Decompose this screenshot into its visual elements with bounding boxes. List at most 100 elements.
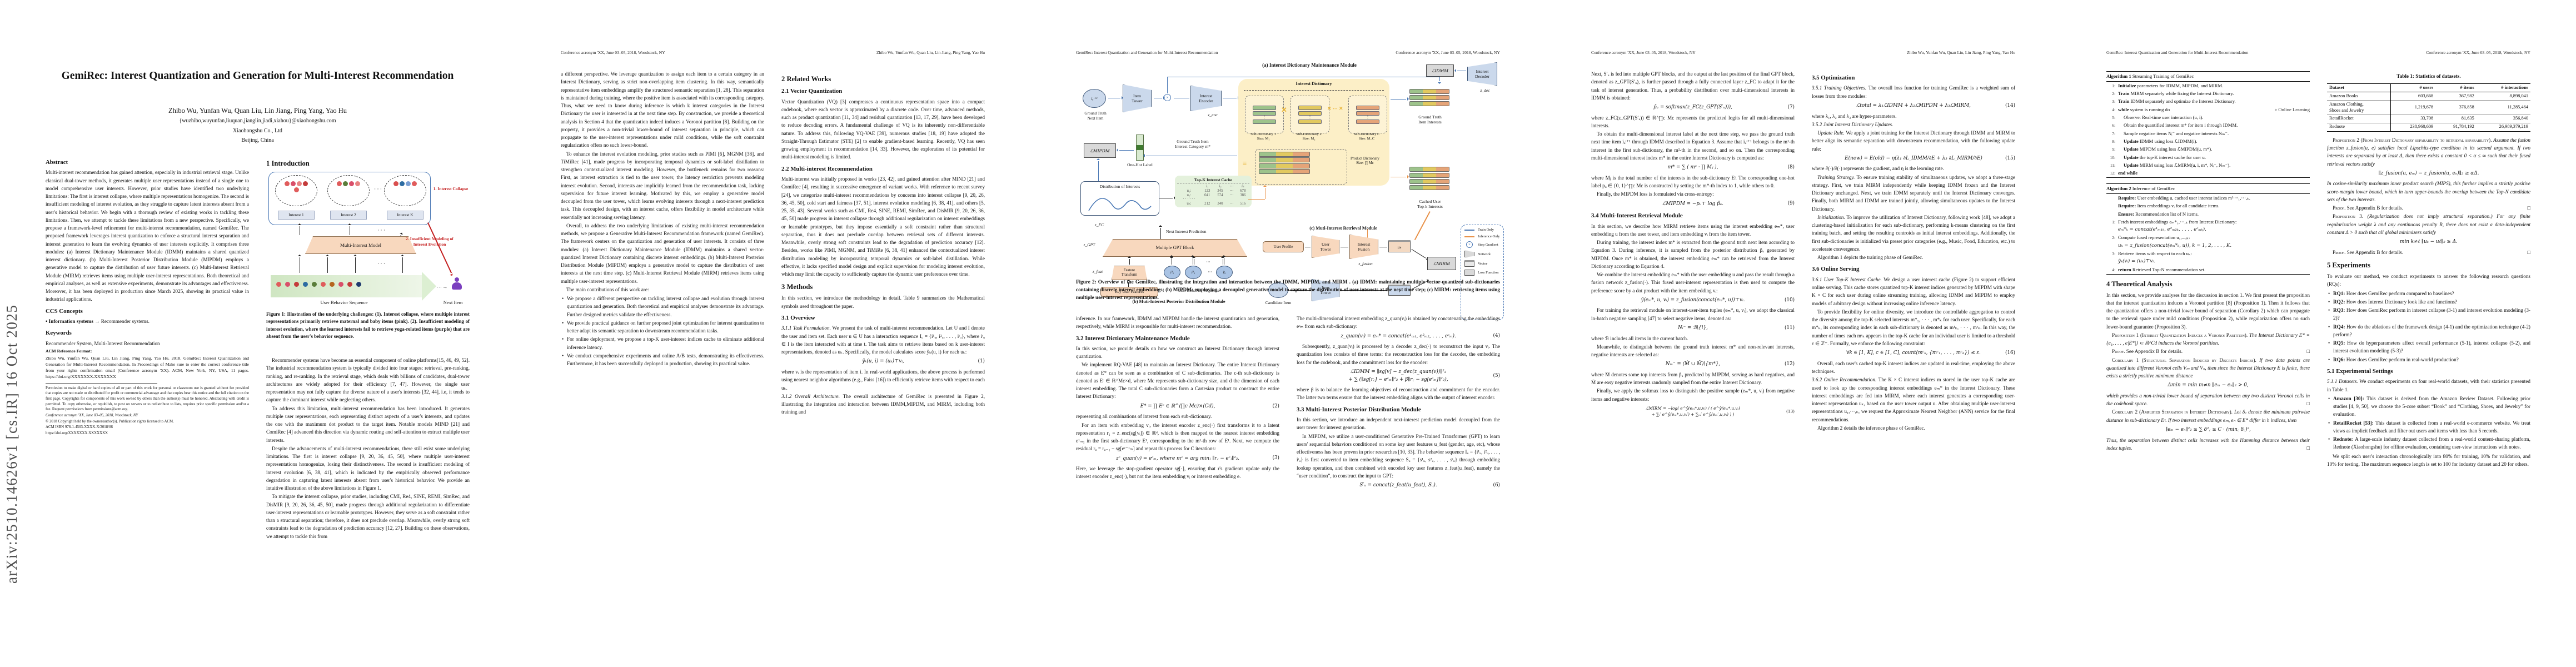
paragraph-text: To provide flexibility for online divers… xyxy=(1812,308,2015,346)
item-text: How does GemiRec perform compared to bas… xyxy=(2346,290,2454,296)
qed-mark: □ xyxy=(2306,349,2310,355)
bullet-marker: • xyxy=(2328,356,2330,362)
paragraph-text: a different perspective. We leverage qua… xyxy=(561,71,764,148)
ground-truth-category-label: Ground Truth Item Interest Category m* xyxy=(1174,139,1211,150)
item-lead: RQ1: xyxy=(2333,290,2346,296)
paragraph: Overall, to address the two underlying l… xyxy=(561,222,764,285)
line-text: Compute fused representation u₁,...,ₖ: xyxy=(2118,234,2310,241)
candidate-item-label: Candidate Item xyxy=(1265,300,1292,305)
algorithm-line: Require: Item embeddings vᵢ for all cand… xyxy=(2106,202,2310,210)
codebook-bar xyxy=(1253,105,1276,110)
ground-truth-item-node: iᵤᵗ⁺¹ xyxy=(1083,89,1106,108)
product-dictionary-label: Product Dictionary Size: ∏ Mc xyxy=(1351,157,1379,166)
equation-number: (10) xyxy=(1784,297,1795,303)
equation-line: p̂ᵤ = softmax(z_FC(z_GPT(S′ᵤ))), xyxy=(1653,104,1732,110)
item-icon xyxy=(294,282,299,287)
bullet-marker: • xyxy=(2328,340,2330,346)
cache-title: Top-K Interest Cache xyxy=(1177,177,1249,183)
paragraph-text: To evaluate our method, we conduct exper… xyxy=(2327,273,2530,287)
embedding-segment xyxy=(1293,152,1309,156)
paragraph-text: During training, the interest index m* i… xyxy=(1591,240,1795,269)
bullet-marker: • xyxy=(562,352,564,359)
interest-fusion-node: Interest Fusion xyxy=(1349,235,1378,259)
line-comment: ▹ Online Learning xyxy=(2274,106,2310,112)
paragraph: To mitigate the interest collapse, prior… xyxy=(266,492,470,540)
equation-lines: Nₘ⁻ = (Ṁ ∪ M̄)\{m*}, xyxy=(1591,361,1795,369)
next-item-caption: Next Item xyxy=(443,300,463,306)
embedding-segment xyxy=(1276,152,1293,156)
paragraph-text: In MIPDM, we utilize a user-conditioned … xyxy=(1297,433,1500,479)
line-number: 6: xyxy=(2112,123,2115,128)
item-tower-node: Item Tower xyxy=(1123,84,1152,112)
equation: min k≠ℓ ∥uₖ − uℓ∥₂ ≥ Δ. xyxy=(2327,238,2530,246)
equation: E* = ∏ Eᶜ ∈ ℝ^(∏c Mc)×(Cd),(2) xyxy=(1076,403,1279,411)
table-cell: 238,960,609 xyxy=(2390,122,2436,132)
cache-cell: 574 xyxy=(1217,193,1223,197)
paragraph: Subsequently, z_quan(vᵢ) is processed by… xyxy=(1297,342,1500,366)
algorithm-line: 2:Train MIRM separately while fixing the… xyxy=(2106,90,2310,98)
equation: Nₘ⁻ = (Ṁ ∪ M̄)\{m*},(12) xyxy=(1591,361,1795,369)
item-icon xyxy=(291,181,296,187)
equation-line: ∀k ∈ [1, K], c ∈ [1, C], count(mᶜₖ, {mᶜ₁… xyxy=(1846,350,1981,356)
paragraph: Overall, each user's cached top-K intere… xyxy=(1812,360,2015,376)
interest-k-label: Interest K xyxy=(387,211,423,220)
page-1: arXiv:2510.14626v1 [cs.IR] 16 Oct 2025 G… xyxy=(0,0,515,667)
equation-line: ℒMIPDM = −pᵤ⊤ log p̂ᵤ. xyxy=(1662,201,1723,207)
qed-mark: □ xyxy=(2527,205,2530,211)
embedding-segment xyxy=(1423,96,1436,99)
paragraph-text: Conference acronym 'XX, June 03–05, 2018… xyxy=(46,413,138,417)
page-3: GemiRec: Interest Quantization and Gener… xyxy=(1030,0,1546,667)
paragraph-text: The overall architecture of GemiRec is p… xyxy=(781,393,985,415)
cache-cell: uₙ: xyxy=(1187,202,1192,206)
running-header-right: Zhibo Wu, Yunfan Wu, Quan Liu, Lin Jiang… xyxy=(1907,50,2015,55)
equation-number: (13) xyxy=(1786,409,1795,414)
keyword: Update xyxy=(2124,138,2140,144)
table-cell: 1,219,678 xyxy=(2390,100,2436,115)
user-profile-node: User Profile xyxy=(1263,241,1304,252)
cache-cell: u₁: xyxy=(1187,188,1192,193)
table-cell: Amazon Clothing, Shoes and Jewelry xyxy=(2327,100,2391,115)
line-number: 12: xyxy=(2110,171,2115,176)
embedding-segment xyxy=(1410,102,1423,106)
paragraph: During training, the interest index m* i… xyxy=(1591,238,1795,270)
equation-number: (15) xyxy=(2005,155,2015,161)
bullet-list: • RQ1: How does GemiRec perform compared … xyxy=(2327,290,2530,364)
paragraph-text: © 2018 Copyright held by the owner/autho… xyxy=(46,419,174,424)
equation-line: E* = ∏ Eᶜ ∈ ℝ^(∏c Mc)×(Cd), xyxy=(1140,403,1215,409)
ground-truth-label: Ground Truth Next Item xyxy=(1084,111,1107,121)
interest-collapse-annotation: 1. Interest Collapse xyxy=(433,186,469,192)
algorithm-line: 2:Compute fused representation u₁,...,ₖ: xyxy=(2106,234,2310,242)
ellipsis: ⋮ xyxy=(1366,115,1369,119)
list-item: •RetailRocket [53]: This dataset is coll… xyxy=(2327,419,2530,435)
interest-embedding-bar xyxy=(1409,89,1449,94)
paragraph: ACM ISBN 978-1-4503-XXXX-X/2018/06 xyxy=(46,425,249,430)
paragraph-text: In this section, we describe how MIRM re… xyxy=(1591,223,1795,237)
item-text: We provide practical guidance on further… xyxy=(567,320,764,334)
embedding-segment xyxy=(1259,152,1276,156)
author-emails[interactable]: {wuzhibo,wuyunfan,liuquan,jianglin,jiadi… xyxy=(179,118,336,124)
codebook-bar xyxy=(1298,105,1322,110)
paragraph-lead: Update Rule. xyxy=(1817,130,1846,136)
list-item: •We propose a different perspective on t… xyxy=(561,295,764,318)
cache-cell: 678 xyxy=(1240,188,1246,193)
line-number: 9: xyxy=(2112,147,2115,152)
paragraph-text: Multi-interest was initially proposed in… xyxy=(781,176,985,277)
doi-link[interactable]: https://doi.org/XXXXXXX.XXXXXXX xyxy=(46,431,249,436)
item-icon xyxy=(406,181,411,187)
algorithm-line: uₖ = z_fusion(concat(eₘ*ₖ, u)), k = 1, 2… xyxy=(2106,242,2310,250)
algorithm-title: Algorithm 2 Inference of GemiRec xyxy=(2106,184,2310,195)
list-item: •RQ2: How does Interest Dictionary look … xyxy=(2327,298,2530,306)
section-heading: 5 Experiments xyxy=(2327,261,2371,270)
paragraph-text: where λ₁, λ₂ and λ₃ are hyper-parameters… xyxy=(1812,113,1897,119)
paragraph-lead: 3.1.1 Task Formulation. xyxy=(781,325,833,331)
bullet-marker: • xyxy=(562,296,564,301)
legend-row: ×Stop Gradient xyxy=(1463,241,1501,248)
line-number: 1: xyxy=(2112,219,2115,225)
item-icon xyxy=(412,181,417,187)
equation-line: ℒMIRM = −log( e^ŷ(eₘ*,u,vᵢ) / ( e^ŷ(eₘ*,… xyxy=(1646,405,1740,411)
algorithm-line: 10:Update the top-K interest cache for u… xyxy=(2106,153,2310,161)
